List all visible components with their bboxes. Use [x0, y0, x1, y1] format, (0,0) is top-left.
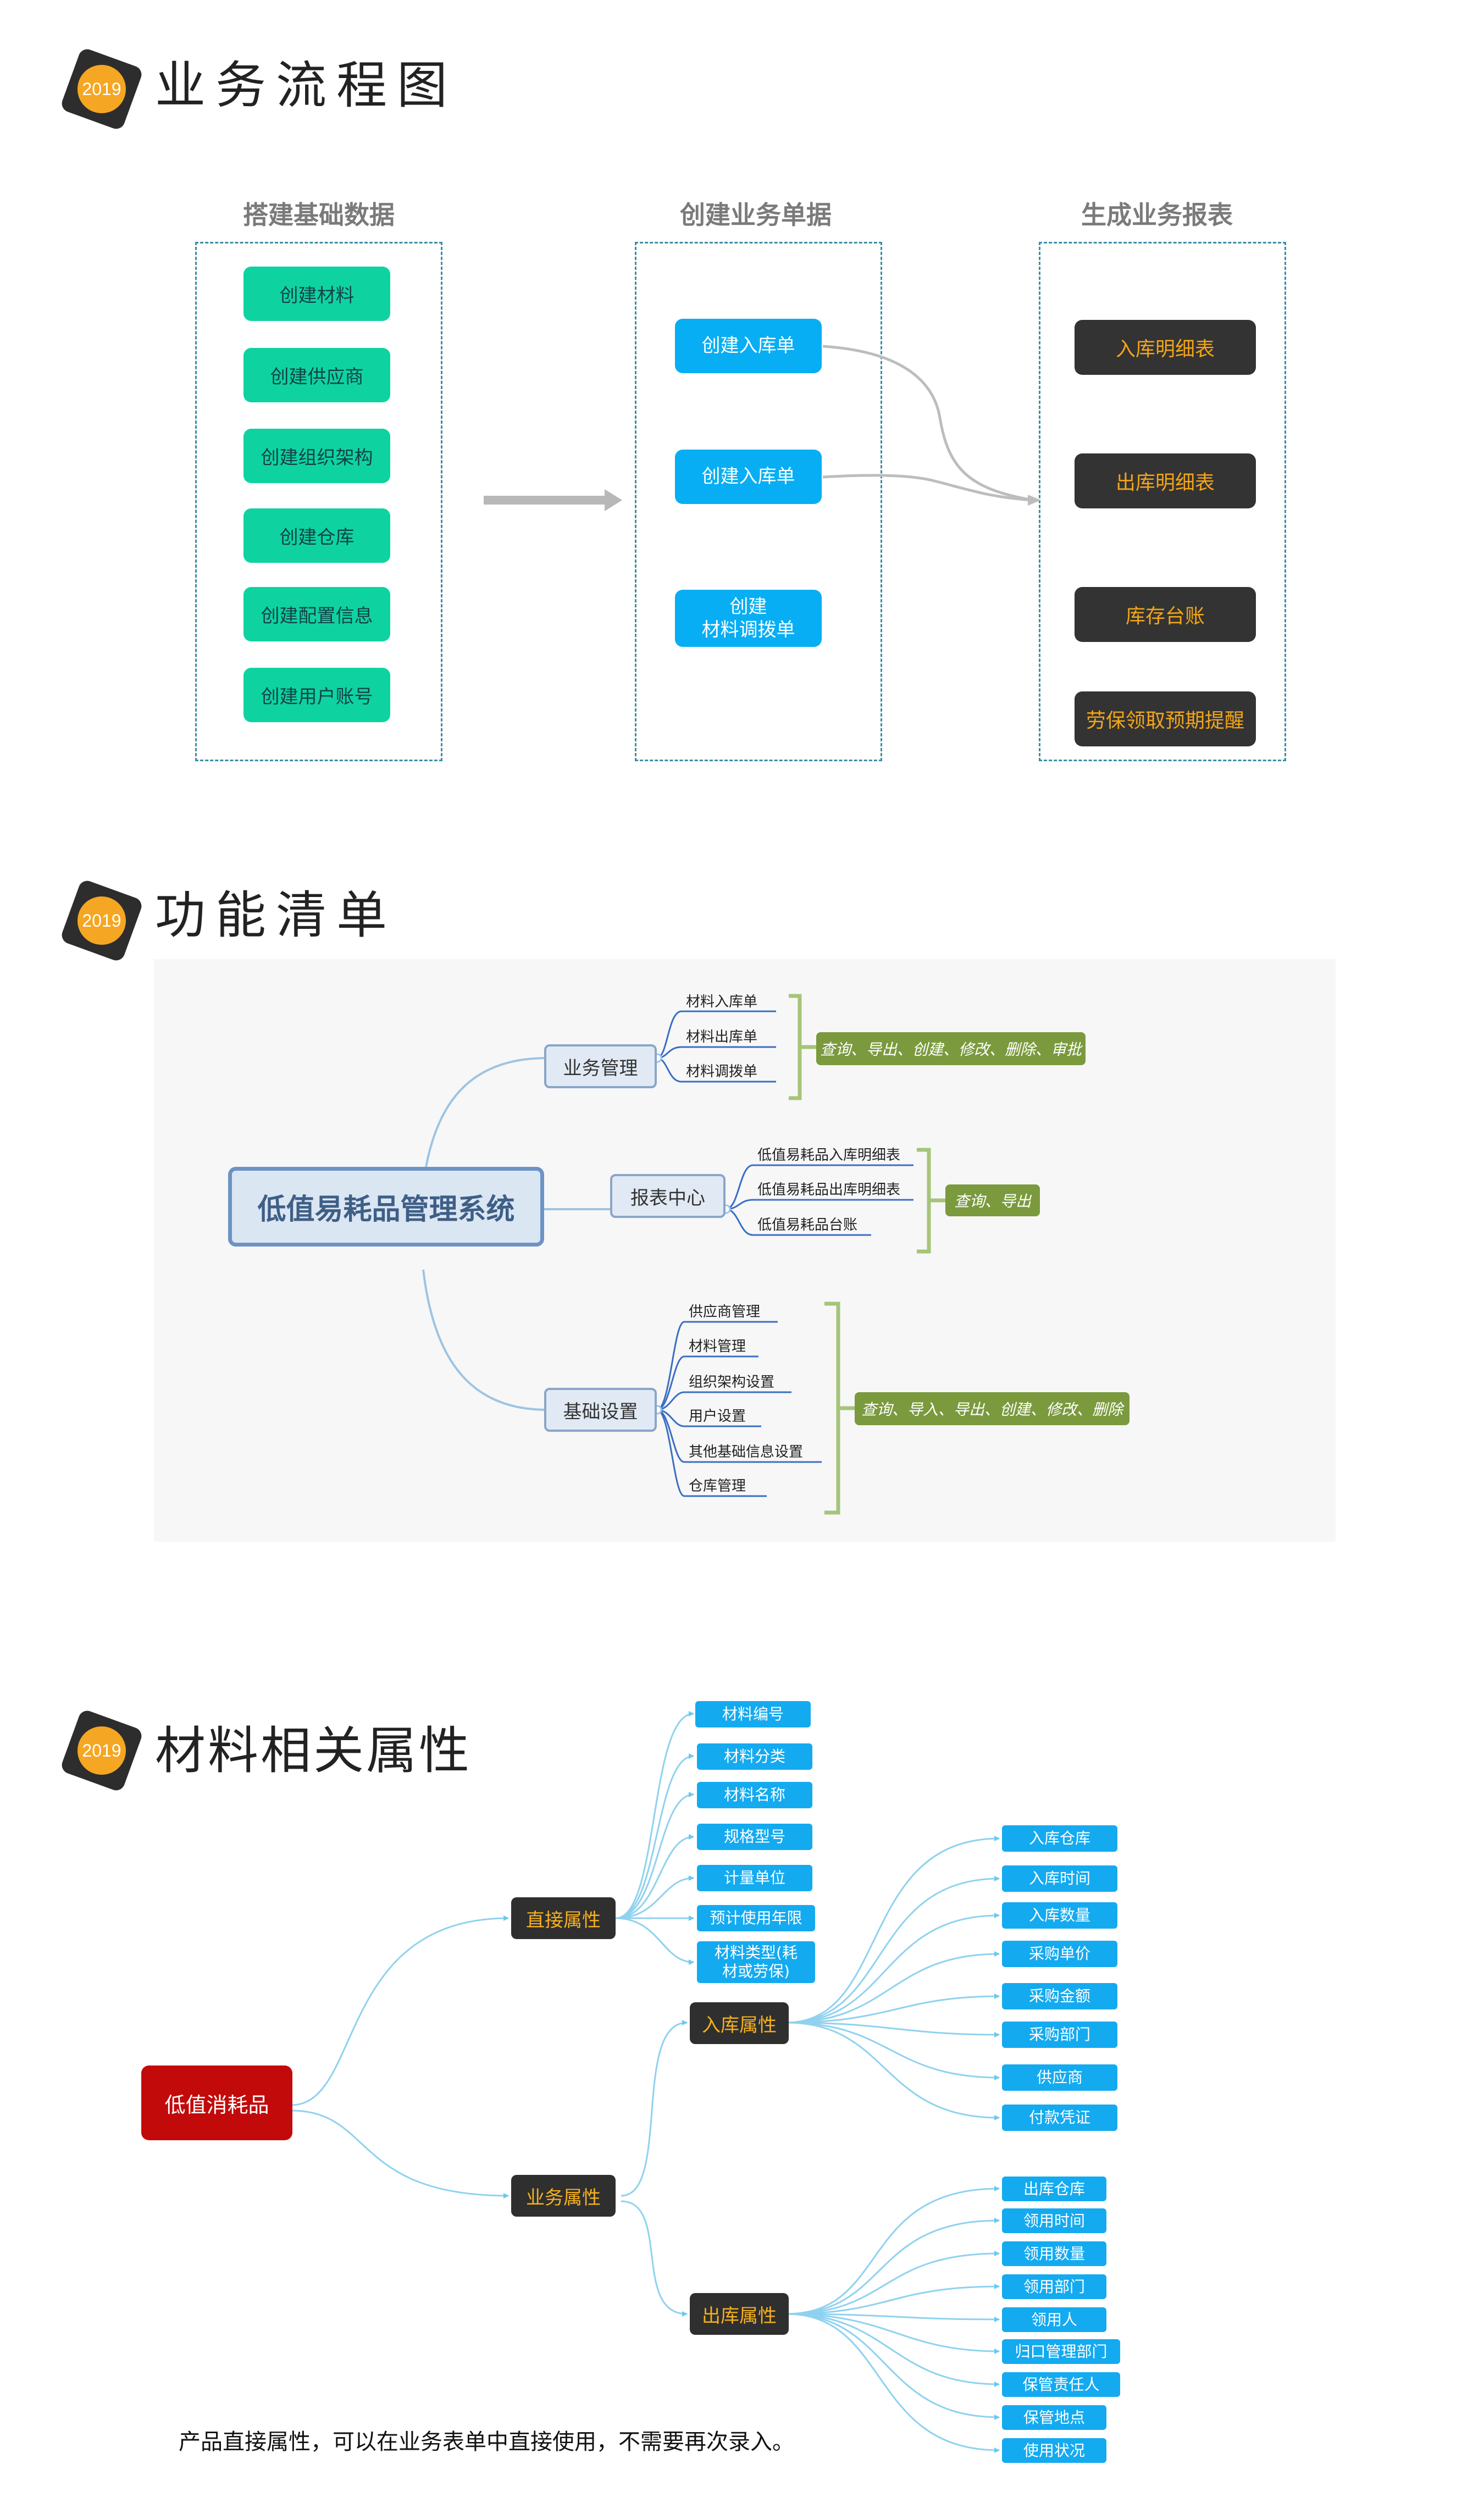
attr-material-code: 材料编号	[695, 1701, 811, 1727]
branch-base-settings[interactable]: 基础设置	[544, 1388, 657, 1432]
attr-outbound-warehouse: 出库仓库	[1002, 2177, 1106, 2201]
leaf-other-settings: 其他基础信息设置	[689, 1444, 804, 1460]
attr-expected-life: 预计使用年限	[697, 1905, 815, 1931]
attr-spec-model: 规格型号	[697, 1824, 812, 1850]
create-material-button[interactable]: 创建材料	[243, 267, 390, 321]
attr-managing-department: 归口管理部门	[1002, 2339, 1120, 2364]
feature-root-node: 低值易耗品管理系统	[228, 1167, 544, 1247]
logo-badge-1: 2019	[62, 49, 142, 129]
create-user-account-button[interactable]: 创建用户账号	[243, 668, 390, 722]
leaf-org-settings: 组织架构设置	[689, 1374, 775, 1391]
leaf-supplier-management: 供应商管理	[689, 1304, 761, 1320]
attr-supplier: 供应商	[1002, 2064, 1117, 2091]
base-data-group	[195, 242, 442, 761]
logo-badge-2: 2019	[62, 881, 142, 961]
attr-custodian: 保管责任人	[1002, 2372, 1120, 2397]
column-title-documents: 创建业务单据	[680, 200, 832, 230]
create-inbound-order-button[interactable]: 创建入库单	[675, 319, 822, 373]
feature-mindmap-panel	[154, 959, 1336, 1542]
logo-year: 2019	[82, 911, 121, 931]
attribute-root-node: 低值消耗品	[141, 2065, 292, 2140]
create-supplier-button[interactable]: 创建供应商	[243, 348, 390, 402]
leaf-outbound-order: 材料出库单	[686, 1029, 758, 1045]
column-title-reports: 生成业务报表	[1081, 200, 1233, 230]
attr-inbound-time: 入库时间	[1002, 1865, 1117, 1892]
create-org-button[interactable]: 创建组织架构	[243, 429, 390, 483]
section-title-attributes: 材料相关属性	[155, 1721, 472, 1780]
connector-arrowhead	[1028, 495, 1041, 506]
inbound-attributes-node[interactable]: 入库属性	[690, 2002, 789, 2044]
attr-usage-status: 使用状况	[1002, 2438, 1106, 2463]
attr-unit: 计量单位	[697, 1865, 812, 1891]
section-title-features: 功能清单	[155, 886, 397, 945]
feature-connectors	[422, 994, 945, 1515]
attr-material-type: 材料类型(耗 材或劳保)	[697, 1941, 815, 1983]
reports-group	[1039, 242, 1286, 761]
create-warehouse-button[interactable]: 创建仓库	[243, 508, 390, 563]
attr-storage-location: 保管地点	[1002, 2405, 1106, 2430]
logo-badge-3: 2019	[62, 1710, 142, 1791]
attr-inbound-quantity: 入库数量	[1002, 1902, 1117, 1929]
attributes-footnote: 产品直接属性，可以在业务表单中直接使用，不需要再次录入。	[179, 2429, 794, 2455]
attribute-connectors	[291, 1711, 1000, 2453]
flow-arrow-head	[605, 489, 622, 511]
connector-inbound-2	[822, 474, 1034, 502]
leaf-warehouse-management: 仓库管理	[689, 1478, 746, 1494]
logo-year: 2019	[82, 79, 121, 99]
leaf-ledger: 低值易耗品台账	[757, 1217, 858, 1233]
attr-material-name: 材料名称	[697, 1782, 812, 1808]
leaf-inbound-order: 材料入库单	[686, 994, 758, 1010]
branch-report-center[interactable]: 报表中心	[610, 1174, 726, 1218]
ops-tag-business: 查询、导出、创建、修改、删除、审批	[816, 1032, 1086, 1065]
create-transfer-order-button[interactable]: 创建 材料调拨单	[675, 590, 822, 647]
inventory-ledger-report[interactable]: 库存台账	[1075, 587, 1256, 642]
branch-business-management[interactable]: 业务管理	[544, 1044, 657, 1088]
inbound-detail-report[interactable]: 入库明细表	[1075, 320, 1256, 375]
leaf-user-settings: 用户设置	[689, 1408, 746, 1425]
documents-group	[635, 242, 882, 761]
flow-connectors	[484, 345, 1041, 511]
outbound-detail-report[interactable]: 出库明细表	[1075, 453, 1256, 508]
create-config-button[interactable]: 创建配置信息	[243, 587, 390, 641]
direct-attributes-node[interactable]: 直接属性	[511, 1897, 616, 1939]
create-inbound-order-button-2[interactable]: 创建入库单	[675, 450, 822, 504]
section-title-flow: 业务流程图	[155, 56, 458, 115]
outbound-attributes-node[interactable]: 出库属性	[690, 2293, 789, 2335]
ops-tag-report: 查询、导出	[945, 1184, 1040, 1216]
attr-requisition-time: 领用时间	[1002, 2208, 1106, 2233]
leaf-material-management: 材料管理	[689, 1338, 746, 1355]
ppe-reminder-report[interactable]: 劳保领取预期提醒	[1075, 691, 1256, 746]
leaf-transfer-order: 材料调拨单	[686, 1064, 758, 1080]
connector-inbound-1	[822, 345, 1034, 502]
column-title-base-data: 搭建基础数据	[243, 200, 395, 230]
attr-purchase-unit-price: 采购单价	[1002, 1941, 1117, 1967]
business-attributes-node[interactable]: 业务属性	[511, 2175, 616, 2217]
attr-payment-voucher: 付款凭证	[1002, 2105, 1117, 2131]
leaf-outbound-detail: 低值易耗品出库明细表	[757, 1182, 901, 1198]
attr-purchase-amount: 采购金额	[1002, 1983, 1117, 2009]
attr-material-category: 材料分类	[697, 1743, 812, 1770]
attr-purchase-department: 采购部门	[1002, 2022, 1117, 2048]
attr-requisition-department: 领用部门	[1002, 2274, 1106, 2299]
attr-inbound-warehouse: 入库仓库	[1002, 1825, 1117, 1852]
ops-tag-base: 查询、导入、导出、创建、修改、删除	[855, 1392, 1129, 1425]
logo-year: 2019	[82, 1741, 121, 1760]
attr-requisitioner: 领用人	[1002, 2307, 1106, 2332]
leaf-inbound-detail: 低值易耗品入库明细表	[757, 1147, 901, 1164]
attr-requisition-quantity: 领用数量	[1002, 2241, 1106, 2266]
